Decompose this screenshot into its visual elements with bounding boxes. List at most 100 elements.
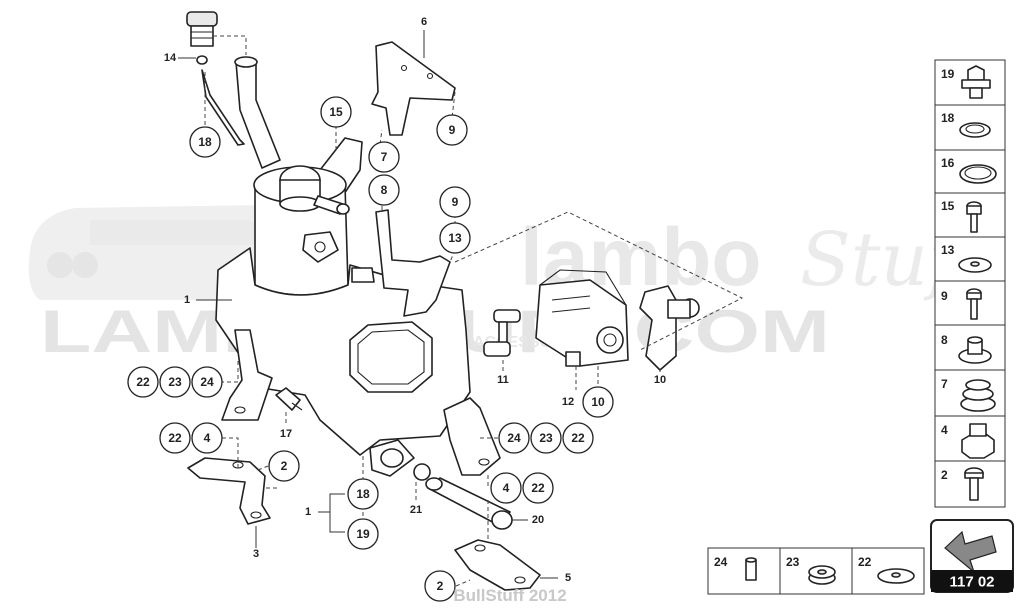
legend-bottom-row: 24 23 22 (707, 547, 925, 595)
svg-text:4: 4 (204, 431, 211, 445)
callout-24-left-top: 24 (191, 366, 223, 398)
hex-bolt-icon (966, 201, 982, 233)
lower-left-bracket-part (187, 457, 271, 525)
svg-text:22: 22 (858, 555, 872, 569)
oil-plug-screw-icon (961, 65, 991, 99)
callout-19: 19 (347, 518, 379, 550)
svg-text:19: 19 (356, 527, 370, 541)
dipstick-part (201, 69, 245, 146)
svg-text:10: 10 (591, 395, 605, 409)
callout-23-right: 23 (530, 422, 562, 454)
thick-washer-icon (808, 565, 836, 585)
callout-4-right: 4 (490, 472, 522, 504)
svg-text:22: 22 (531, 481, 545, 495)
svg-text:22: 22 (168, 431, 182, 445)
spacer-sleeve-icon (745, 557, 757, 581)
callout-22-right: 22 (562, 422, 594, 454)
svg-text:23: 23 (786, 555, 800, 569)
legend-item-8: 8 (934, 324, 1006, 371)
svg-text:8: 8 (941, 333, 948, 347)
callout-7: 7 (368, 141, 400, 173)
callout-20: 20 (532, 514, 544, 526)
hex-nut-icon (961, 423, 995, 459)
svg-text:13: 13 (448, 231, 462, 245)
callout-4-left: 4 (191, 422, 223, 454)
svg-text:23: 23 (168, 375, 182, 389)
svg-text:18: 18 (198, 135, 212, 149)
callout-3: 3 (253, 548, 259, 560)
svg-text:8: 8 (381, 183, 388, 197)
callout-10-circled: 10 (582, 386, 614, 418)
link-rod-part (483, 309, 521, 357)
svg-text:19: 19 (941, 67, 955, 81)
o-ring-part (413, 463, 431, 481)
seal-ring-icon (959, 122, 991, 138)
callout-9-upper: 9 (436, 114, 468, 146)
legend-item-16: 16 (934, 149, 1006, 194)
legend-item-15: 15 (934, 192, 1006, 238)
callout-22-left-top: 22 (127, 366, 159, 398)
copyright-watermark: BullStuff 2012 (453, 586, 566, 605)
callout-1-upper: 1 (184, 294, 190, 306)
upper-bracket-part (371, 41, 456, 136)
callout-24-right: 24 (498, 422, 530, 454)
svg-text:23: 23 (539, 431, 553, 445)
svg-text:22: 22 (136, 375, 150, 389)
svg-text:2: 2 (281, 459, 288, 473)
svg-text:18: 18 (941, 111, 955, 125)
svg-text:2: 2 (437, 579, 444, 593)
callout-6: 6 (421, 16, 427, 28)
svg-text:24: 24 (507, 431, 521, 445)
svg-text:7: 7 (941, 377, 948, 391)
pipe-part (425, 477, 513, 530)
callout-8: 8 (368, 174, 400, 206)
rubber-mount-icon (960, 379, 996, 412)
callout-9-lower: 9 (439, 186, 471, 218)
callout-22-right-lower: 22 (522, 472, 554, 504)
svg-text:22: 22 (571, 431, 585, 445)
callouts: 14 6 1 11 12 10 17 21 1 20 3 5 18 15 9 7… (127, 16, 666, 602)
callout-14: 14 (164, 52, 177, 64)
svg-text:9: 9 (452, 195, 459, 209)
legend-item-23: 23 (779, 547, 853, 595)
svg-text:24: 24 (714, 555, 728, 569)
callout-21: 21 (410, 504, 422, 516)
section-code: 117 02 (949, 574, 994, 591)
flange-bolt-icon (966, 288, 982, 320)
callout-2-bottom: 2 (424, 570, 456, 602)
svg-text:24: 24 (200, 375, 214, 389)
legend-item-13: 13 (934, 236, 1006, 282)
callout-10-plain: 10 (654, 374, 666, 386)
sensor-part (275, 387, 303, 411)
bushing-icon (958, 336, 992, 364)
actuator-group-outline (454, 211, 744, 351)
svg-text:7: 7 (381, 150, 388, 164)
callout-22-left-mid: 22 (159, 422, 191, 454)
svg-text:13: 13 (941, 243, 955, 257)
lower-bracket-part (454, 539, 541, 591)
leader-lines (178, 30, 661, 587)
callout-18-lower: 18 (347, 478, 379, 510)
right-mount-part (443, 397, 501, 476)
legend-item-19: 19 (934, 59, 1006, 106)
callout-17: 17 (280, 428, 292, 440)
actuator-part (535, 269, 629, 367)
svg-text:2: 2 (941, 468, 948, 482)
svg-text:16: 16 (941, 156, 955, 170)
svg-text:4: 4 (503, 481, 510, 495)
callout-12: 12 (562, 396, 574, 408)
legend-item-22: 22 (851, 547, 925, 595)
svg-text:4: 4 (941, 423, 948, 437)
left-mount-part (221, 329, 273, 421)
legend-column: 19 18 16 15 (930, 59, 1014, 593)
o-ring-icon (959, 164, 997, 184)
filler-cap-part (186, 11, 218, 65)
legend-item-9: 9 (934, 280, 1006, 326)
large-washer-icon (877, 568, 915, 584)
legend-item-7: 7 (934, 369, 1006, 417)
legend-item-4: 4 (934, 415, 1006, 462)
svg-text:15: 15 (941, 199, 955, 213)
callout-11: 11 (497, 374, 509, 386)
filler-tube-part (235, 61, 281, 169)
